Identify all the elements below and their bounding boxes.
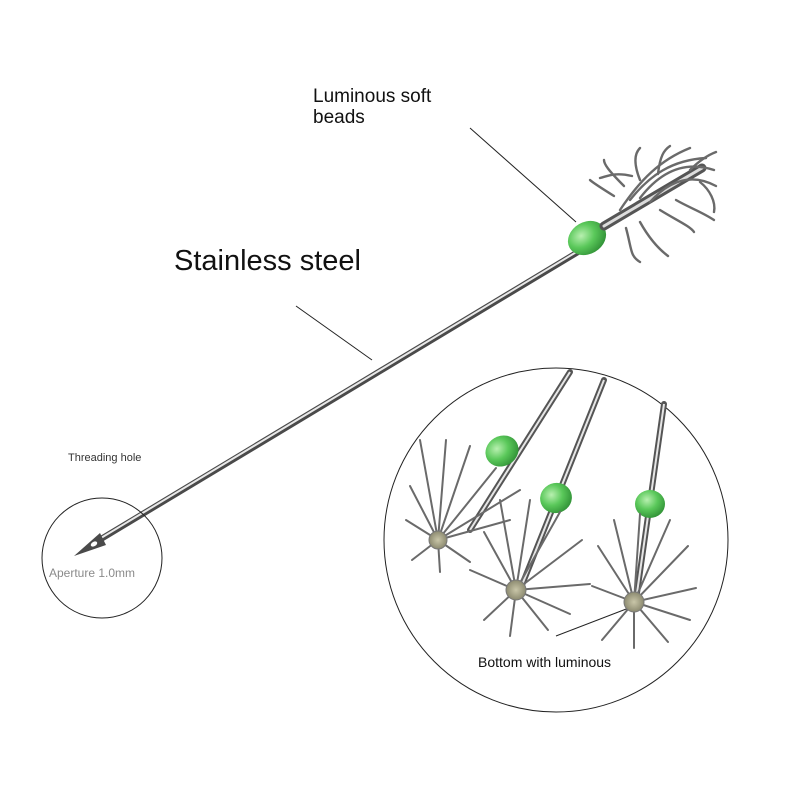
bottom-luminous-label: Bottom with luminous bbox=[478, 654, 612, 670]
steel-leader-line bbox=[295, 305, 373, 361]
beads-leader-line bbox=[469, 127, 577, 223]
main-rod bbox=[74, 249, 581, 556]
luminous-beads-label: Luminous soft beads bbox=[313, 86, 432, 128]
bottom-leader-line bbox=[555, 605, 635, 637]
threading-hole-label: Threading hole bbox=[68, 452, 142, 464]
main-hook-head bbox=[588, 144, 718, 264]
threading-hole-detail-circle bbox=[41, 497, 163, 619]
aperture-label: Aperture 1.0mm bbox=[49, 566, 136, 580]
stainless-steel-label: Stainless steel bbox=[174, 245, 361, 277]
luminous-bottom-detail bbox=[383, 367, 729, 713]
main-luminous-bead bbox=[567, 220, 607, 256]
